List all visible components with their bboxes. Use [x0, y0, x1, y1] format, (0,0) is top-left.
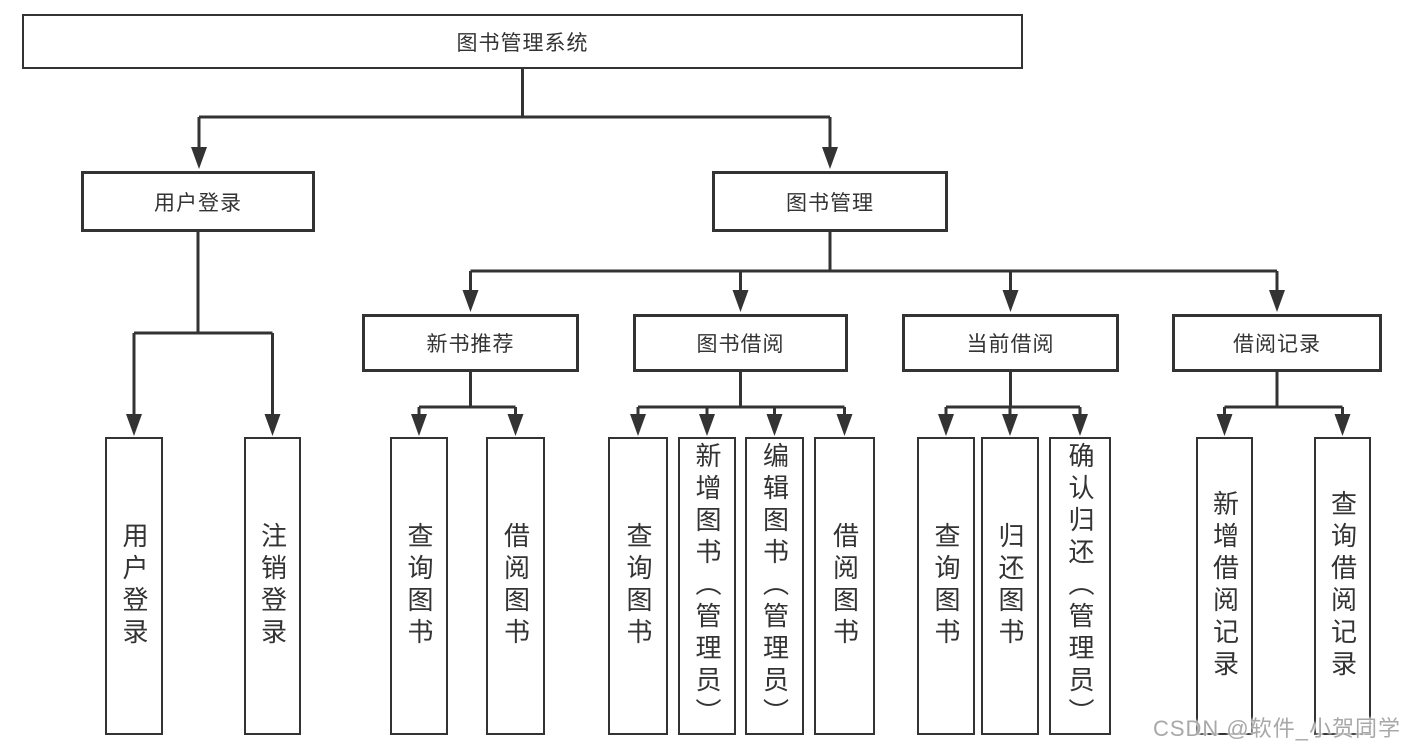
node-label: 图书管理: [786, 191, 874, 215]
arrow-down-icon: [699, 414, 715, 436]
connector-new-book-recommendation-to-leaves: [417, 372, 517, 418]
node-edit-books-admin: 编辑图书（管理员）: [745, 437, 804, 735]
node-label: 新增图书（管理员）: [692, 442, 722, 730]
node-label: 确认归还（管理员）: [1065, 442, 1095, 730]
arrow-down-icon: [1002, 290, 1019, 312]
node-label: 借阅记录: [1233, 333, 1321, 356]
node-user-login: 用户登录: [81, 171, 315, 232]
arrow-down-icon: [507, 414, 524, 436]
arrow-down-icon: [411, 414, 427, 436]
node-label: 借阅图书: [829, 522, 860, 650]
csdn-watermark: CSDN @软件_小贺同学: [1152, 716, 1401, 741]
node-label: 用户登录: [119, 522, 149, 650]
node-label: 图书借阅: [696, 333, 785, 356]
arrow-down-icon: [264, 414, 281, 436]
node-borrowing-records: 借阅记录: [1172, 314, 1382, 372]
node-query-books-borrowing: 查询图书: [608, 437, 668, 735]
connector-user-login-to-leaves: [132, 232, 274, 418]
node-label: 新书推荐: [426, 333, 515, 356]
arrow-down-icon: [1216, 414, 1233, 436]
node-label: 查询借阅记录: [1327, 490, 1358, 682]
node-new-book-recommendation: 新书推荐: [362, 314, 579, 372]
arrow-down-icon: [191, 147, 207, 169]
connector-book-management-to-level3: [469, 232, 1279, 294]
node-return-books: 归还图书: [981, 437, 1039, 735]
arrow-down-icon: [126, 414, 142, 436]
node-label: 注销登录: [257, 522, 288, 650]
node-add-borrow-record: 新增借阅记录: [1196, 437, 1253, 735]
node-query-books-current: 查询图书: [917, 437, 975, 735]
connector-book-borrowing-to-leaves: [636, 372, 846, 418]
arrow-down-icon: [1269, 290, 1285, 312]
node-library-management-system: 图书管理系统: [22, 14, 1023, 69]
node-query-borrow-record: 查询借阅记录: [1314, 437, 1371, 735]
arrow-down-icon: [732, 290, 749, 312]
connector-borrowing-records-to-leaves: [1223, 372, 1344, 418]
node-label: 查询图书: [931, 522, 961, 650]
node-label: 查询图书: [623, 522, 653, 650]
node-label: 新增借阅记录: [1209, 490, 1240, 682]
node-logout-action: 注销登录: [244, 437, 301, 735]
arrow-down-icon: [766, 414, 783, 436]
connector-current-borrowing-to-leaves: [944, 372, 1082, 418]
arrowheads: [126, 147, 1351, 436]
arrow-down-icon: [1002, 414, 1018, 436]
arrow-down-icon: [1334, 414, 1351, 436]
connector-root-to-level2: [197, 69, 832, 150]
node-label: 归还图书: [995, 522, 1025, 650]
node-label: 用户登录: [154, 191, 242, 215]
node-borrow-books-borrowing: 借阅图书: [814, 437, 875, 735]
arrow-down-icon: [822, 147, 838, 169]
arrow-down-icon: [1072, 414, 1088, 436]
node-label: 查询图书: [404, 522, 434, 650]
arrow-down-icon: [836, 414, 853, 436]
node-label: 图书管理系统: [456, 31, 589, 55]
node-book-borrowing: 图书借阅: [633, 314, 848, 372]
node-borrow-books-recommend: 借阅图书: [486, 437, 545, 735]
node-add-books-admin: 新增图书（管理员）: [678, 437, 736, 735]
node-label: 编辑图书（管理员）: [759, 442, 790, 730]
arrow-down-icon: [938, 414, 954, 436]
arrow-down-icon: [462, 290, 479, 312]
node-book-management: 图书管理: [712, 171, 948, 232]
node-label: 借阅图书: [500, 522, 531, 650]
node-label: 当前借阅: [966, 333, 1055, 356]
node-user-login-action: 用户登录: [105, 437, 163, 735]
node-query-books-recommend: 查询图书: [390, 437, 448, 735]
arrow-down-icon: [630, 414, 646, 436]
node-current-borrowing: 当前借阅: [902, 314, 1119, 372]
node-confirm-return-admin: 确认归还（管理员）: [1049, 437, 1111, 735]
